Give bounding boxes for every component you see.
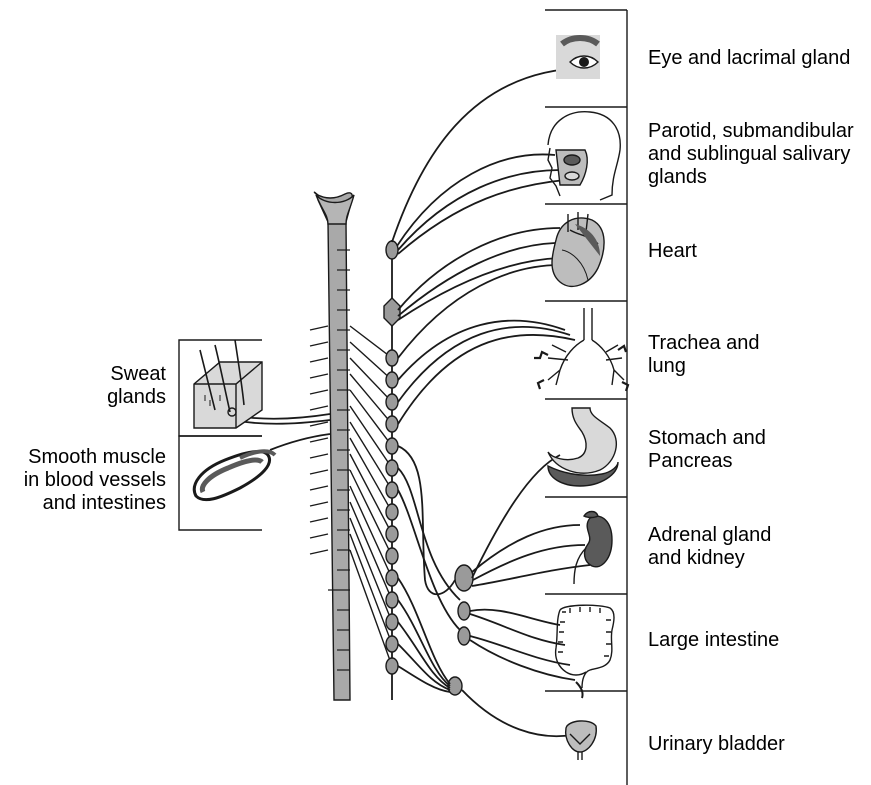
kidney-label: Adrenal gland and kidney	[648, 524, 771, 570]
spinal-cord	[314, 192, 354, 700]
heart-illustration	[552, 212, 604, 286]
large-intestine-label: Large intestine	[648, 629, 779, 652]
hypogastric-ganglion	[448, 677, 462, 695]
eye-illustration	[556, 35, 600, 79]
stomach-illustration	[548, 408, 618, 486]
salivary-glands-label: Parotid, submandibular and sublingual sa…	[648, 120, 854, 189]
chain-ganglion	[386, 592, 398, 608]
chain-ganglion	[386, 350, 398, 366]
celiac-ganglion	[455, 565, 473, 591]
sweat-glands-label: Sweat glands	[80, 363, 166, 409]
heart-label: Heart	[648, 240, 697, 263]
kidney-illustration	[574, 512, 612, 585]
superior-cervical-ganglion	[386, 241, 398, 259]
chain-ganglion	[386, 614, 398, 630]
large-intestine-illustration	[556, 605, 614, 698]
blood-vessel-illustration	[194, 451, 275, 499]
chain-ganglion	[386, 658, 398, 674]
eye-label: Eye and lacrimal gland	[648, 47, 850, 70]
chain-ganglion	[386, 460, 398, 476]
sweat-gland-illustration	[194, 340, 262, 428]
cervicothoracic-ganglion	[384, 298, 400, 326]
head-illustration	[548, 112, 620, 200]
chain-ganglion	[386, 372, 398, 388]
splanchnic-nerves	[398, 446, 460, 692]
chain-ganglion	[386, 570, 398, 586]
chain-ganglion	[386, 636, 398, 652]
chain-ganglion	[386, 416, 398, 432]
chain-ganglion	[386, 482, 398, 498]
lung-illustration	[534, 308, 628, 391]
left-nerve-stubs	[310, 326, 328, 554]
bladder-label: Urinary bladder	[648, 733, 785, 756]
chain-ganglion	[386, 548, 398, 564]
lung-label: Trachea and lung	[648, 332, 760, 378]
superior-mesenteric-ganglion	[458, 602, 470, 620]
chain-ganglion	[386, 438, 398, 454]
chain-ganglion	[386, 394, 398, 410]
stomach-label: Stomach and Pancreas	[648, 427, 766, 473]
chain-ganglion	[386, 526, 398, 542]
chain-ganglion	[386, 504, 398, 520]
bladder-illustration	[566, 721, 597, 760]
smooth-muscle-label: Smooth muscle in blood vessels and intes…	[12, 446, 166, 515]
